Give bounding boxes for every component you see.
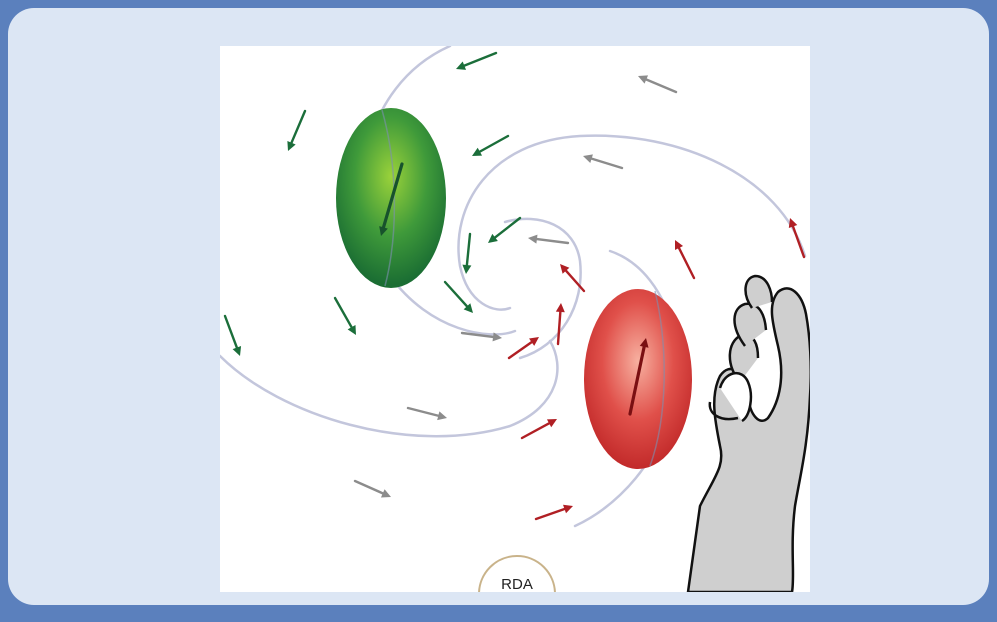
vector-arrow-head — [437, 411, 447, 420]
vector-arrow-shaft — [480, 136, 508, 152]
vector-arrow-head — [556, 303, 565, 312]
vector-arrow-shaft — [464, 53, 496, 66]
flow-lines — [220, 46, 805, 526]
vector-arrows — [225, 53, 804, 519]
vector-arrow-shaft — [467, 234, 470, 265]
vector-arrow-shaft — [646, 79, 676, 92]
vector-arrow-shaft — [335, 298, 352, 327]
vector-arrow-shaft — [558, 312, 560, 344]
rda-badge-label: RDA — [495, 576, 539, 592]
rotation-diagram: RDA — [220, 46, 810, 592]
vector-arrow-shaft — [793, 226, 804, 257]
vector-arrow-shaft — [537, 239, 568, 243]
vector-arrow-shaft — [292, 111, 305, 143]
vector-arrow-shaft — [445, 282, 467, 306]
vector-arrow-shaft — [355, 481, 383, 493]
vector-arrow-shaft — [522, 423, 549, 438]
vector-arrow-head — [462, 265, 471, 274]
vector-arrow-head — [583, 154, 593, 163]
vector-arrow-shaft — [408, 408, 438, 416]
content-panel: RDA — [8, 8, 989, 605]
vector-arrow-shaft — [592, 159, 622, 168]
flow-line — [220, 341, 557, 436]
vector-arrow-head — [563, 505, 573, 513]
vector-arrow-shaft — [679, 248, 694, 278]
right-hand-icon — [688, 276, 810, 592]
diagram-canvas — [220, 46, 810, 592]
vector-arrow-shaft — [536, 509, 565, 519]
vector-arrow-head — [529, 337, 539, 346]
vector-arrow-head — [528, 235, 537, 244]
vector-arrow-shaft — [225, 316, 237, 348]
